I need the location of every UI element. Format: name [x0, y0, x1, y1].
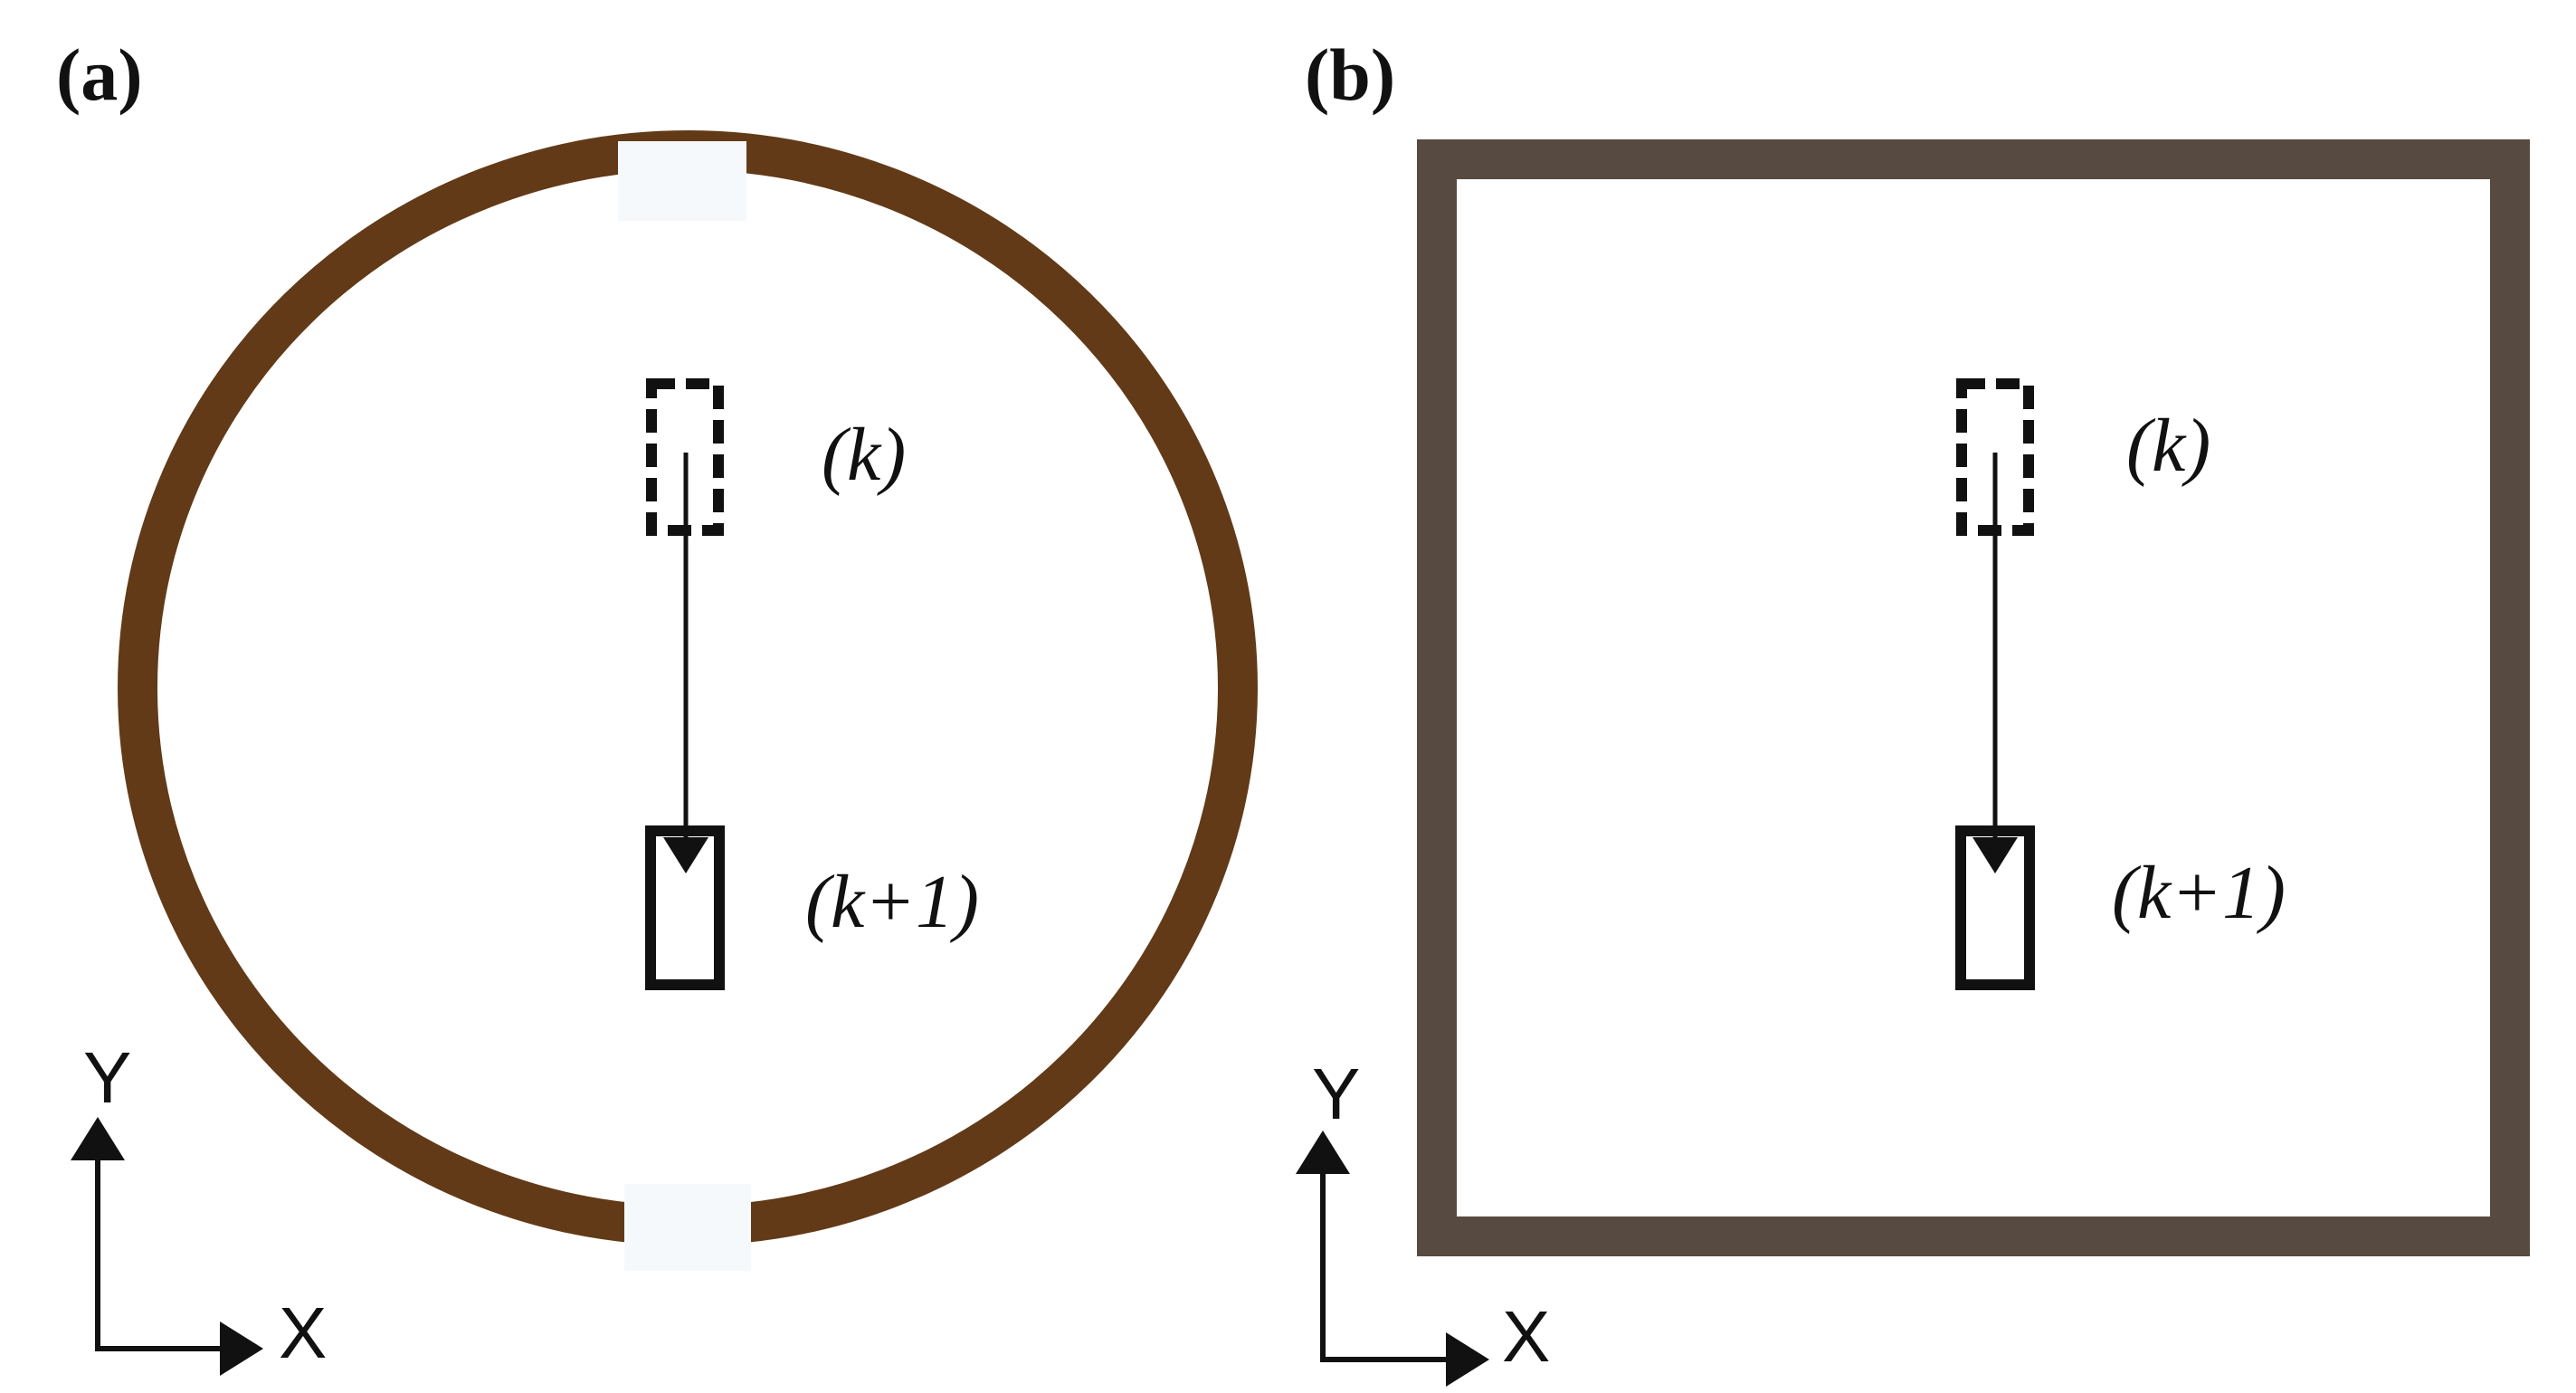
y-axis-label: Y — [83, 1037, 131, 1118]
ring-gap-top — [618, 141, 746, 221]
state-k1-label: (k+1) — [2112, 851, 2286, 935]
square-boundary — [1417, 139, 2530, 1256]
panel-a: (a) (k) (k+1) Y X — [56, 33, 1258, 1376]
state-k-label: (k) — [2126, 404, 2210, 488]
y-axis-label: Y — [1312, 1054, 1360, 1134]
x-axis-label: X — [1502, 1296, 1550, 1377]
axes-indicator: Y X — [71, 1037, 327, 1376]
x-axis-label: X — [279, 1293, 327, 1373]
ring-gap-bottom — [624, 1184, 751, 1271]
panel-b: (b) (k) (k+1) Y X — [1296, 33, 2530, 1387]
state-k1-label: (k+1) — [805, 860, 979, 944]
axes-indicator: Y X — [1296, 1054, 1550, 1387]
panel-b-label: (b) — [1305, 33, 1395, 116]
panel-a-label: (a) — [56, 33, 143, 116]
state-k-label: (k) — [822, 413, 906, 497]
